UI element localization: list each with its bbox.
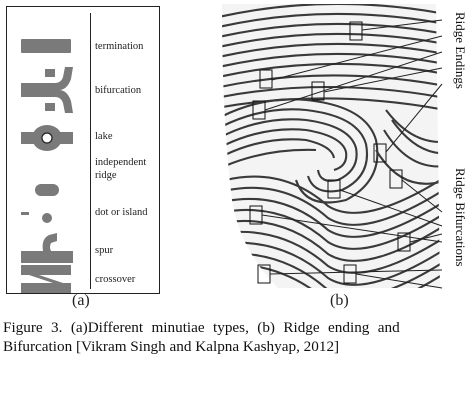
bifurcation-symbol	[21, 67, 73, 113]
minutiae-types-panel: termination bifurcation lake independent…	[6, 6, 160, 294]
label-lake: lake	[95, 131, 113, 142]
minutiae-markers	[249, 21, 411, 284]
panel-a-tag: (a)	[72, 292, 90, 309]
ridge-endings-label: Ridge Endings	[453, 12, 468, 89]
label-ridge: ridge	[95, 170, 117, 181]
caption-line-1: Figure 3. (a)Different minutiae types, (…	[3, 319, 400, 336]
ridge-bifurcations-label: Ridge Bifurcations	[453, 168, 468, 267]
caption-line-2: Bifurcation [Vikram Singh and Kalpna Kas…	[3, 338, 340, 355]
panel-b-tag: (b)	[330, 292, 349, 309]
label-independent: independent	[95, 157, 147, 168]
fingerprint-image	[222, 4, 440, 288]
label-bifurcation: bifurcation	[95, 85, 142, 96]
label-spur: spur	[95, 245, 114, 256]
figure-caption: Figure 3. (a)Different minutiae types, (…	[3, 318, 471, 356]
marker-box	[373, 143, 387, 163]
termination-symbol	[21, 39, 71, 53]
marker-box	[259, 69, 273, 89]
independent-ridge-symbol	[35, 184, 59, 196]
spur-symbol	[21, 233, 73, 263]
fingerprint-panel: Ridge Endings Ridge Bifurcations	[216, 0, 474, 292]
label-dot-or-island: dot or island	[95, 207, 148, 218]
label-crossover: crossover	[95, 274, 136, 285]
marker-box	[349, 21, 363, 41]
column-divider	[90, 13, 91, 289]
dot-or-island-symbol	[21, 212, 52, 223]
crossover-symbol	[21, 265, 71, 293]
marker-box	[389, 169, 403, 189]
minutiae-symbols	[21, 39, 73, 293]
annotation-arrows	[261, 19, 443, 289]
label-termination: termination	[95, 41, 144, 52]
marker-box	[327, 179, 341, 199]
